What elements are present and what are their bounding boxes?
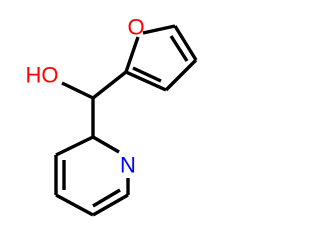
- bond-furan-c3-c2-inner: [132, 66, 162, 83]
- hydroxyl-label: HO: [26, 63, 59, 88]
- bond-furan-c5-c4: [173, 25, 198, 61]
- bond-pyr-c6-c5-inner: [92, 188, 121, 208]
- bond-central-oh: [61, 81, 94, 100]
- bond-furan-o-c2: [124, 36, 140, 73]
- bond-pyr-c3-c2: [55, 135, 94, 157]
- bond-furan-o-c5: [142, 24, 176, 35]
- bond-pyr-c6-c5: [92, 193, 129, 217]
- bond-furan-c5-c4-inner: [169, 35, 189, 62]
- molecule-diagram: HO O N: [26, 15, 198, 217]
- furan-oxygen-label: O: [127, 15, 144, 40]
- bond-furan-c3-c2: [125, 70, 167, 92]
- bond-furan-c4-c3: [164, 58, 198, 92]
- pyridine-nitrogen-label: N: [120, 153, 136, 178]
- furan-ring: [124, 24, 198, 92]
- pyridine-ring: [54, 135, 130, 217]
- bond-c2-central: [91, 70, 128, 100]
- central-carbon-bonds: [61, 70, 128, 137]
- bond-pyr-c5-c4: [55, 193, 94, 217]
- bond-pyr-c2-n: [92, 135, 120, 154]
